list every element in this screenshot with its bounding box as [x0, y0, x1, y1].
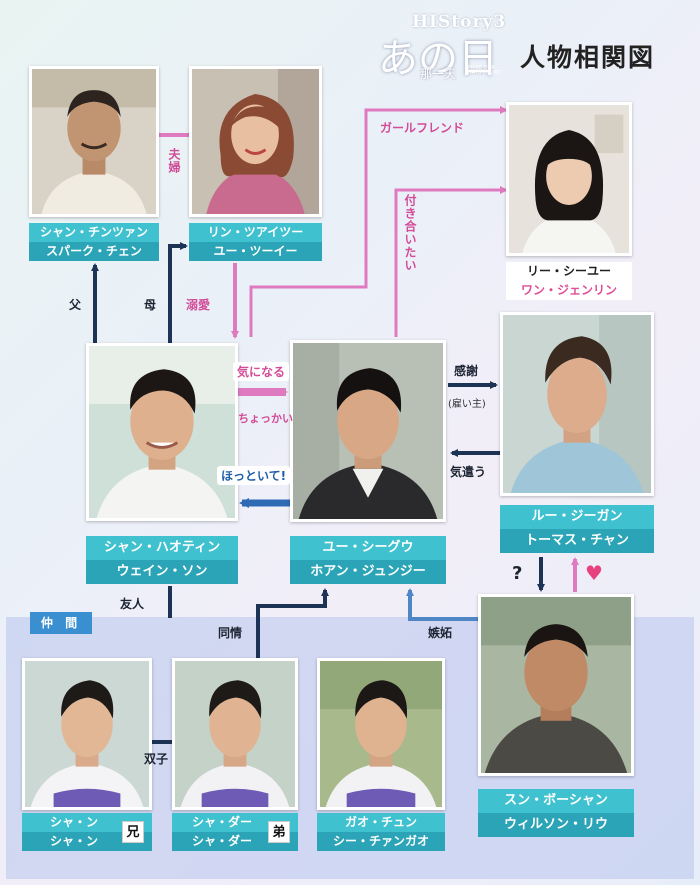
- portrait-sha-n: [22, 658, 152, 810]
- actor-name: ウェイン・ソン: [86, 560, 238, 584]
- name-card-gao-chun: ガオ・チュン シー・チァンガオ: [317, 813, 445, 851]
- name-card-lu-jigang: ルー・ジーガン トーマス・チャン: [500, 505, 654, 553]
- want-to-date-line: [394, 186, 508, 337]
- actor-name: トーマス・チャン: [500, 529, 654, 553]
- role-name: スン・ボーシャン: [504, 793, 608, 808]
- name-card-sha-n: シャ・ン シャ・ン 兄: [22, 813, 152, 851]
- role-name: シャン・ハオティン: [103, 540, 221, 555]
- name-card-lin-tsaitsu: リン・ツアイツー ユー・ツーイー: [189, 223, 322, 261]
- actor-name: スパーク・チェン: [29, 242, 159, 261]
- girlfriend-line: [249, 106, 508, 337]
- role-name: リー・シーユー: [526, 264, 611, 278]
- show-subtitle-small: MAKE OUR DAYS COUNT: [468, 65, 501, 76]
- portrait-shang-haoting: [86, 343, 238, 521]
- label-tease: ちょっかい: [238, 412, 293, 425]
- jealousy-line: [406, 588, 478, 621]
- label-curious: 気になる: [233, 362, 290, 381]
- name-card-shang-chintsang: シャン・チンツァン スパーク・チェン: [29, 223, 159, 261]
- role-name: シャ・ダー: [191, 815, 252, 829]
- actor-name: ホアン・ジュンジー: [290, 560, 446, 584]
- elder-brother-badge: 兄: [122, 821, 144, 843]
- label-friend: 友人: [120, 597, 145, 611]
- label-gratitude: 感謝: [454, 364, 479, 378]
- name-card-shang-haoting: シャン・ハオティン ウェイン・ソン: [86, 536, 238, 584]
- actor-name: シャ・ン: [22, 832, 152, 851]
- label-concern: 気遣う: [450, 465, 487, 479]
- label-father: 父: [69, 298, 82, 312]
- actor-name: ユー・ツーイー: [189, 242, 322, 261]
- label-jealousy: 嫉妬: [428, 626, 453, 640]
- role-name: シャ・ン: [49, 815, 98, 829]
- label-girlfriend: ガールフレンド: [380, 121, 465, 135]
- portrait-lin-tsaitsu: [189, 66, 322, 217]
- actor-name: ウィルソン・リウ: [478, 813, 634, 837]
- role-name: ルー・ジーガン: [531, 509, 623, 524]
- actor-name: ワン・ジェンリン: [520, 283, 617, 297]
- portrait-gao-chun: [317, 658, 445, 810]
- portrait-lu-jigang: [500, 312, 654, 496]
- show-title: あの日: [378, 36, 498, 82]
- actor-name: シー・チァンガオ: [317, 832, 445, 851]
- label-dote: 溺愛: [186, 298, 211, 312]
- series-title: HIStory3: [412, 12, 507, 32]
- name-card-sha-da: シャ・ダー シャ・ダー 弟: [172, 813, 298, 851]
- role-name: ガオ・チュン: [344, 815, 417, 829]
- portrait-yu-shigu: [290, 340, 446, 522]
- chart-title: HIStory3 あの日 那一天 MAKE OUR DAYS COUNT 人物相…: [372, 8, 696, 82]
- portrait-sha-da: [172, 658, 298, 810]
- portrait-shang-chintsang: [29, 66, 159, 217]
- label-mother: 母: [144, 298, 157, 312]
- role-name: シャン・チンツァン: [39, 225, 148, 239]
- page-title: 人物相関図: [520, 43, 656, 72]
- actor-name: シャ・ダー: [172, 832, 298, 851]
- portrait-li-shiyu: [506, 102, 632, 256]
- label-twins: 双子: [144, 752, 169, 766]
- role-name: ユー・シーグウ: [322, 540, 414, 555]
- show-subtitle: 那一天: [420, 67, 457, 81]
- portrait-sun-boshan: [478, 594, 634, 776]
- group-label: 仲 間: [30, 612, 92, 634]
- label-sympathy: 同情: [218, 626, 243, 640]
- label-want-to-date: 付き合いたい: [403, 194, 417, 272]
- role-name: リン・ツアイツー: [207, 225, 304, 239]
- mother-line: [168, 242, 188, 343]
- label-couple: 夫婦: [167, 148, 181, 174]
- label-leave-me-alone: ほっといて!: [217, 466, 291, 485]
- label-employer: (雇い主): [448, 399, 486, 410]
- younger-brother-badge: 弟: [268, 821, 290, 843]
- heart-icon: ♥: [585, 561, 603, 585]
- name-card-sun-boshan: スン・ボーシャン ウィルソン・リウ: [478, 789, 634, 837]
- name-card-yu-shigu: ユー・シーグウ ホアン・ジュンジー: [290, 536, 446, 584]
- name-card-li-shiyu: リー・シーユー ワン・ジェンリン: [506, 262, 632, 300]
- label-question: ?: [512, 563, 523, 584]
- sympathy-line: [256, 588, 329, 658]
